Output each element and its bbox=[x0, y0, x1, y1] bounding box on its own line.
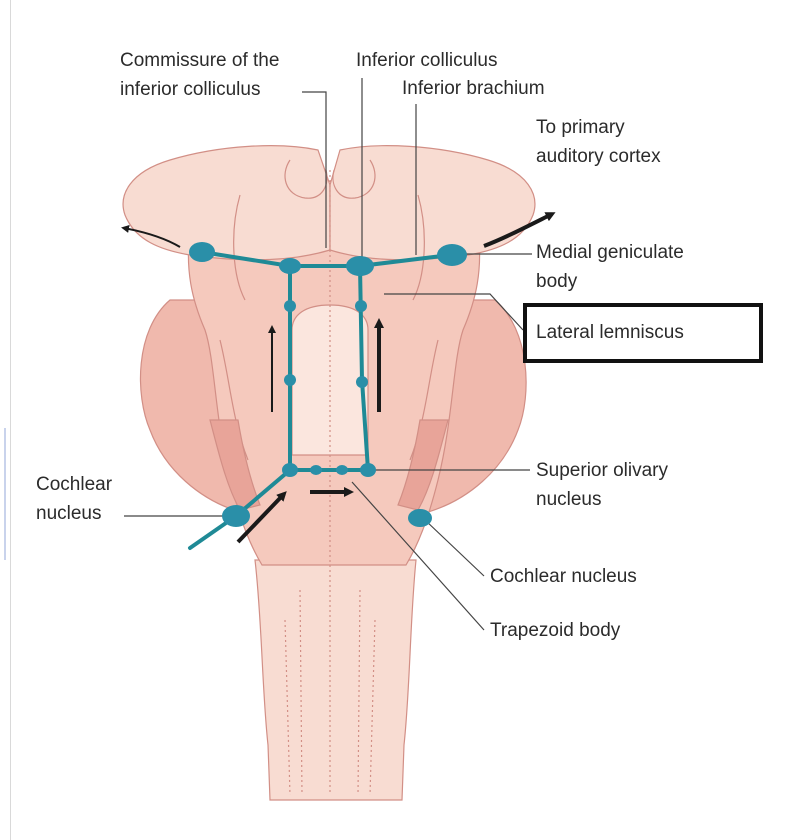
label-commissure-line2: inferior colliculus bbox=[120, 79, 261, 100]
trapezoid-node-2 bbox=[336, 465, 348, 475]
label-medial-geniculate-line1: Medial geniculate bbox=[536, 242, 684, 263]
label-cochlear-nucleus-right: Cochlear nucleus bbox=[490, 566, 637, 587]
right-colliculus-to-mgb bbox=[358, 253, 452, 268]
right-dark-band bbox=[397, 419, 449, 511]
right-colliculi bbox=[332, 159, 376, 199]
label-to-primary-line1: To primary bbox=[536, 117, 625, 138]
direction-arrows bbox=[121, 212, 556, 544]
trapezoid-leader bbox=[351, 481, 485, 631]
left-colliculus-to-mgb bbox=[200, 250, 292, 268]
right-lemniscus-nucleus-upper bbox=[355, 300, 367, 312]
arrow-cochlear-input bbox=[236, 491, 287, 544]
label-inferior-brachium: Inferior brachium bbox=[402, 78, 545, 99]
label-cochlear-left-line1: Cochlear bbox=[36, 474, 113, 495]
right-cochlear-nucleus bbox=[408, 509, 432, 527]
left-lemniscus-nucleus-upper bbox=[284, 300, 296, 312]
label-inferior-colliculus: Inferior colliculus bbox=[356, 50, 498, 71]
lateral-lemniscus-leader bbox=[384, 293, 524, 331]
trapezoid-node-1 bbox=[310, 465, 322, 475]
label-superior-olivary-nucleus: Superior olivary nucleus bbox=[536, 456, 668, 514]
left-inferior-colliculus bbox=[279, 258, 301, 274]
medulla bbox=[254, 559, 417, 801]
lateral-lemniscus-highlight-box bbox=[523, 303, 763, 363]
label-superior-olivary-line2: nucleus bbox=[536, 489, 602, 510]
left-superior-olive bbox=[282, 463, 298, 477]
cochlear-right-leader bbox=[424, 519, 485, 577]
right-lemniscus-nucleus-lower bbox=[356, 376, 368, 388]
left-side-marker bbox=[4, 428, 6, 560]
label-cochlear-left-line2: nucleus bbox=[36, 503, 102, 524]
nuclei bbox=[189, 242, 467, 527]
label-medial-geniculate-line2: body bbox=[536, 271, 578, 292]
label-medial-geniculate-body: Medial geniculate body bbox=[536, 238, 684, 296]
brainstem-tissue bbox=[122, 145, 536, 801]
commissure-leader bbox=[302, 91, 327, 248]
left-cochlear-nucleus bbox=[222, 505, 250, 527]
left-lemniscus-nucleus-lower bbox=[284, 374, 296, 386]
right-lateral-lemniscus-upper bbox=[358, 264, 364, 382]
left-frame-border bbox=[10, 0, 11, 840]
label-commissure-line1: Commissure of the bbox=[120, 50, 280, 71]
right-lateral-lemniscus-lower bbox=[360, 378, 370, 472]
auditory-pathway bbox=[188, 250, 452, 550]
arrow-left-to-cortex bbox=[121, 225, 181, 248]
left-thalamic-lobe bbox=[122, 145, 331, 261]
left-dark-band bbox=[209, 419, 261, 511]
label-superior-olivary-line1: Superior olivary bbox=[536, 460, 668, 481]
right-thalamic-lobe bbox=[329, 145, 536, 261]
leader-lines bbox=[124, 78, 532, 631]
label-to-primary-line2: auditory cortex bbox=[536, 146, 661, 167]
label-commissure-inferior-colliculus: Commissure of the inferior colliculus bbox=[120, 46, 279, 104]
label-to-primary-auditory-cortex: To primary auditory cortex bbox=[536, 113, 661, 171]
right-inferior-colliculus bbox=[346, 256, 374, 276]
label-lateral-lemniscus: Lateral lemniscus bbox=[536, 322, 684, 343]
right-superior-olive bbox=[360, 463, 376, 477]
right-medial-geniculate bbox=[437, 244, 467, 266]
label-trapezoid-body: Trapezoid body bbox=[490, 620, 621, 641]
left-medial-geniculate bbox=[189, 242, 215, 262]
arrow-right-to-cortex bbox=[483, 212, 556, 248]
label-cochlear-nucleus-left: Cochlear nucleus bbox=[36, 470, 112, 528]
